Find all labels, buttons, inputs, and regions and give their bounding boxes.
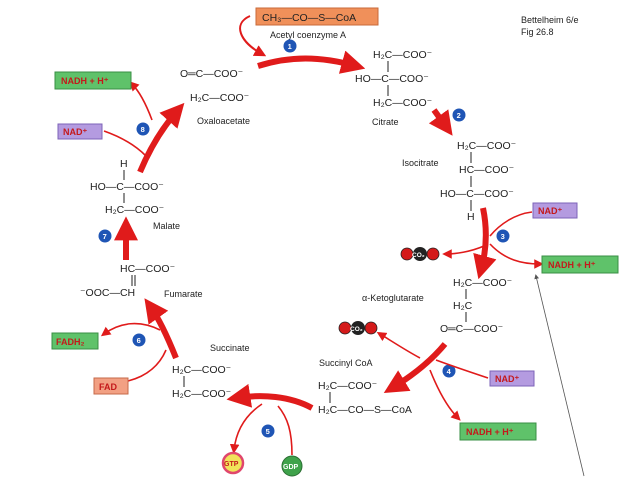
step-4-arrow — [383, 342, 448, 393]
fadh2-box — [51, 332, 99, 350]
step-5-number: 5 — [266, 427, 270, 436]
caption-line-1: Bettelheim 6/e — [521, 15, 579, 25]
citrate-line-1: H₂C—COO⁻ — [373, 49, 433, 61]
nadh-label-step-8: NADH + H⁺ — [61, 76, 109, 86]
succinyl-coa-line-1: H₂C—COO⁻ — [318, 380, 378, 392]
aketoglutarate-line-3: O═C—COO⁻ — [440, 323, 504, 335]
step-6-fad-in-arrow — [127, 349, 167, 382]
figure-caption: Bettelheim 6/e Fig 26.8 — [521, 14, 579, 38]
nad-label-step-8: NAD⁺ — [63, 127, 87, 137]
citrate-line-2: HO—C—COO⁻ — [355, 73, 429, 85]
step-6-arrow — [144, 298, 179, 360]
citrate-line-3: H₂C—COO⁻ — [373, 97, 433, 109]
step-7-circle — [98, 229, 112, 243]
acetyl-coa-name: Acetyl coenzyme A — [270, 30, 346, 40]
nadh-label-step-4: NADH + H⁺ — [466, 427, 514, 437]
nadh-box-step-3 — [541, 255, 619, 274]
oxaloacetate-label: Oxaloacetate — [197, 116, 250, 126]
succinate-label: Succinate — [210, 343, 250, 353]
fad-box — [93, 377, 129, 395]
isocitrate-line-1: H₂C—COO⁻ — [457, 140, 517, 152]
step-4-nadh-out-arrow — [429, 369, 461, 421]
co2-molecule-step-3: CO₂ — [400, 247, 440, 261]
step-5-gdp-in-arrow — [277, 405, 293, 456]
step-2-number: 2 — [457, 111, 461, 120]
nad-label-step-4: NAD⁺ — [495, 374, 519, 384]
malate-line-2: HO—C—COO⁻ — [90, 181, 164, 193]
co2-label-step-4: CO₂ — [350, 326, 363, 333]
succinate-line-2: H₂C—COO⁻ — [172, 388, 232, 400]
nad-box-step-8 — [57, 123, 103, 140]
nad-box-step-4 — [489, 370, 535, 387]
step-8-nad-in-arrow — [103, 130, 147, 157]
fad-label: FAD — [99, 382, 118, 392]
aketoglutarate-line-2: H₂C — [453, 300, 473, 312]
step-2-arrow — [428, 108, 453, 136]
succinyl-coa-line-2: H₂C—CO—S—CoA — [318, 404, 412, 416]
oxaloacetate-line-1: O═C—COO⁻ — [180, 68, 244, 80]
step-5-arrow — [226, 383, 314, 411]
fumarate-line-1: HC—COO⁻ — [120, 263, 176, 275]
step-6-circle — [132, 333, 146, 347]
step-3-nad-in-arrow — [489, 211, 533, 237]
succinyl-coa-label: Succinyl CoA — [319, 358, 373, 368]
caption-line-2: Fig 26.8 — [521, 27, 554, 37]
step-3-circle — [496, 229, 510, 243]
step-2-circle — [452, 108, 466, 122]
step-4-circle — [442, 364, 456, 378]
step-5-gtp-out-arrow — [229, 403, 263, 454]
step-6-fadh2-out-arrow — [100, 322, 161, 337]
step-4-co2-arrow — [376, 332, 421, 359]
malate-label: Malate — [153, 221, 180, 231]
step-7-number: 7 — [103, 232, 107, 241]
isocitrate-line-2: HC—COO⁻ — [459, 164, 515, 176]
step-3-co2-arrow — [442, 245, 485, 259]
acetyl-coa-formula: CH₃—CO—S—CoA — [262, 12, 356, 24]
step-8-arrow — [137, 102, 185, 174]
step-1-circle — [283, 39, 297, 53]
nad-label-step-3: NAD⁺ — [538, 206, 562, 216]
step-1-arrow — [257, 50, 366, 74]
step-3-arrow — [473, 207, 497, 280]
gdp-badge — [281, 455, 303, 477]
nadh-box-step-8 — [54, 71, 132, 90]
gtp-label: GTP — [224, 461, 239, 468]
step-3-nadh-out-arrow — [489, 243, 544, 269]
malate-line-1: H — [120, 158, 128, 170]
citrate-label: Citrate — [372, 117, 399, 127]
nadh-box-step-4 — [459, 422, 537, 441]
gtp-badge — [221, 451, 245, 475]
fumarate-label: Fumarate — [164, 289, 203, 299]
isocitrate-line-4: H — [467, 211, 475, 223]
acetyl-coa-arrow — [239, 15, 267, 57]
malate-line-3: H₂C—COO⁻ — [105, 204, 165, 216]
fumarate-line-2: ⁻OOC—CH — [80, 287, 135, 299]
gdp-label: GDP — [283, 464, 299, 471]
nadh-label-step-3: NADH + H⁺ — [548, 260, 596, 270]
isocitrate-label: Isocitrate — [402, 158, 439, 168]
step-8-number: 8 — [141, 125, 145, 134]
step-3-number: 3 — [501, 232, 505, 241]
pointer-line — [534, 274, 585, 477]
co2-label-step-3: CO₂ — [412, 252, 425, 259]
oxaloacetate-line-2: H₂C—COO⁻ — [190, 92, 250, 104]
step-8-nadh-out-arrow — [129, 81, 153, 121]
step-4-nad-in-arrow — [435, 359, 489, 379]
co2-molecule-step-4: CO₂ — [338, 321, 378, 335]
aketoglutarate-line-1: H₂C—COO⁻ — [453, 277, 513, 289]
step-4-number: 4 — [447, 367, 452, 376]
step-8-circle — [136, 122, 150, 136]
nad-box-step-3 — [532, 202, 578, 219]
step-6-number: 6 — [137, 336, 141, 345]
step-5-circle — [261, 424, 275, 438]
aketoglutarate-label: α-Ketoglutarate — [362, 293, 424, 303]
succinate-line-1: H₂C—COO⁻ — [172, 364, 232, 376]
fadh2-label: FADH₂ — [56, 337, 85, 347]
isocitrate-line-3: HO—C—COO⁻ — [440, 188, 514, 200]
acetyl-coa-box — [255, 7, 379, 26]
step-1-number: 1 — [288, 42, 292, 51]
